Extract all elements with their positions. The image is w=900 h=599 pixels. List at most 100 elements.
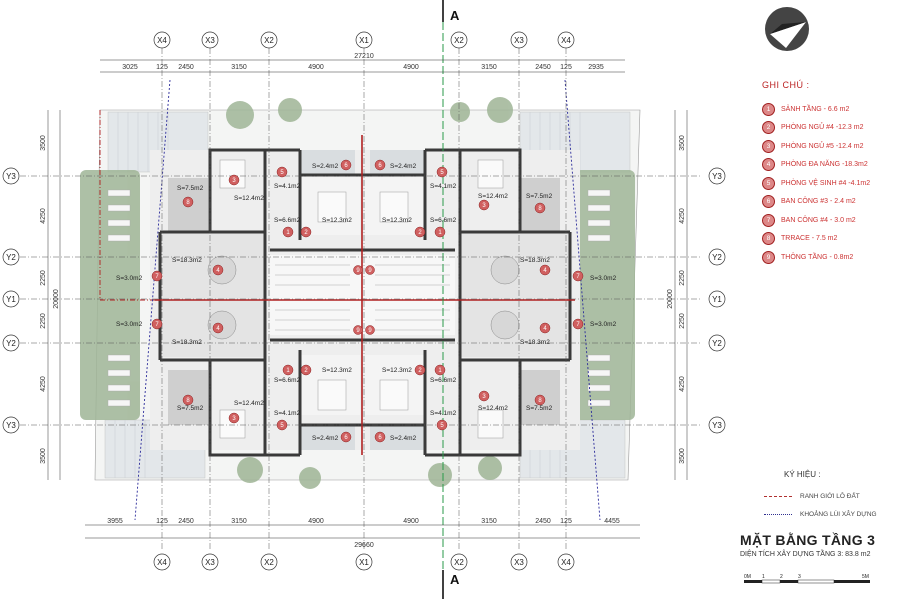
scale-bar: 0M 1 2 3 5M	[744, 574, 870, 584]
room-badge-number: 9	[368, 268, 372, 274]
dim-right-total: 20000	[667, 289, 674, 309]
drawing-title: MẶT BẰNG TẦNG 3	[740, 532, 876, 548]
grid-x-label: X2	[454, 558, 464, 567]
room-badge-number: 9	[368, 328, 372, 334]
symbol-item: KHOẢNG LÙI XÂY DỰNG	[762, 505, 897, 523]
room-area: S=6.6m2	[274, 217, 301, 224]
setback-lines	[134, 79, 601, 521]
grid-x-label: X4	[561, 558, 571, 567]
room-area: S=3.0m2	[590, 321, 617, 328]
grid-y-label: Y2	[6, 253, 16, 262]
dim-bottom-total: 29660	[354, 542, 374, 549]
room-area: S=2.4m2	[312, 163, 339, 170]
dim-bottom: 3150	[481, 518, 497, 525]
room-area: S=18.3m2	[172, 339, 202, 346]
grid-bubbles-bottom: X4 X3 X2 X1 X2 X3 X4	[153, 553, 575, 571]
grid-y-label: Y2	[6, 339, 16, 348]
dimensions-top	[100, 59, 625, 73]
scale-label: 2	[780, 574, 783, 580]
dim-top-total: 27210	[354, 53, 374, 60]
room-badge-number: 2	[418, 368, 422, 374]
room-badge-number: 9	[356, 268, 360, 274]
room-badge-number: 4	[543, 326, 547, 332]
grid-y-label: Y3	[6, 421, 16, 430]
grid-x-label: X3	[514, 558, 524, 567]
room-badge-number: 6	[344, 435, 348, 441]
room-area: S=4.1m2	[274, 183, 301, 190]
room-area: S=12.4m2	[478, 405, 508, 412]
room-badge-number: 3	[232, 416, 236, 422]
room-area: S=2.4m2	[390, 163, 417, 170]
dim-left: 4250	[40, 376, 47, 392]
dim-bottom: 2450	[178, 518, 194, 525]
dim-top: 4900	[308, 64, 324, 71]
grid-bubbles-top: X4 X3 X2 X1 X2 X3 X4	[153, 31, 575, 49]
room-badge-number: 2	[304, 368, 308, 374]
grid-x-label: X2	[454, 36, 464, 45]
grid-y-label: Y2	[712, 253, 722, 262]
room-badge-number: 3	[482, 394, 486, 400]
scale-label: 0M	[744, 574, 751, 580]
dim-left-total: 20000	[53, 289, 60, 309]
room-area: S=7.5m2	[177, 185, 204, 192]
section-axis: A A	[442, 0, 460, 599]
grid-x-label: X3	[205, 36, 215, 45]
dim-top: 3150	[231, 64, 247, 71]
scale-label: 1	[762, 574, 765, 580]
symbol-label: RANH GIỚI LÔ ĐẤT	[800, 492, 860, 500]
grid-x-label: X3	[514, 36, 524, 45]
room-area: S=12.4m2	[234, 195, 264, 202]
legend-number: 1	[762, 102, 775, 116]
symbol-key: KÝ HIỆU : RANH GIỚI LÔ ĐẤT KHOẢNG LÙI XÂ…	[762, 470, 897, 523]
dim-bottom: 2450	[535, 518, 551, 525]
room-badge-number: 1	[286, 230, 290, 236]
dim-top: 2450	[535, 64, 551, 71]
room-area: S=7.5m2	[177, 405, 204, 412]
grid-x-label: X2	[264, 36, 274, 45]
room-badge-number: 1	[438, 368, 442, 374]
grid-y-label: Y3	[712, 421, 722, 430]
legend-label: TRRACE - 7.5 m2	[781, 235, 838, 243]
scale-label: 5M	[862, 574, 869, 580]
grid-x-label: X2	[264, 558, 274, 567]
dim-right: 3500	[679, 135, 686, 151]
symbol-item: RANH GIỚI LÔ ĐẤT	[762, 487, 897, 505]
room-badge-number: 5	[280, 423, 284, 429]
dim-bottom: 4900	[308, 518, 324, 525]
room-area: S=3.0m2	[590, 275, 617, 282]
room-area: S=12.3m2	[382, 367, 412, 374]
dim-left: 3500	[40, 448, 47, 464]
grid-x-label: X3	[205, 558, 215, 567]
dim-bottom: 125	[156, 518, 168, 525]
legend-number: 6	[762, 195, 775, 209]
legend-label: PHÒNG NGỦ #4 -12.3 m2	[781, 124, 864, 132]
legend-label: PHÒNG NGỦ #5 -12.4 m2	[781, 142, 864, 150]
setback-line-icon	[764, 513, 792, 515]
drawing-subtitle: DIỆN TÍCH XÂY DỰNG TẦNG 3: 83.8 m2	[740, 551, 871, 558]
room-badge-number: 5	[280, 170, 284, 176]
land-boundary-line-icon	[764, 495, 792, 497]
room-badge-number: 7	[155, 322, 159, 328]
room-area: S=18.3m2	[520, 257, 550, 264]
room-area: S=12.4m2	[478, 193, 508, 200]
land-boundary	[99, 110, 575, 455]
north-arrow-icon	[765, 7, 809, 51]
room-area: S=3.0m2	[116, 321, 143, 328]
room-badge-number: 8	[186, 398, 190, 404]
room-area: S=18.3m2	[520, 339, 550, 346]
room-area: S=18.3m2	[172, 257, 202, 264]
room-area: S=7.5m2	[526, 193, 553, 200]
dim-left: 2250	[40, 313, 47, 329]
room-badge-number: 9	[356, 328, 360, 334]
grid-x-label: X4	[157, 36, 167, 45]
room-labels: S=2.4m2 S=2.4m2 S=2.4m2 S=2.4m2 S=4.1m2 …	[116, 163, 617, 442]
legend-label: PHÒNG VỆ SINH #4 -4.1m2	[781, 179, 871, 187]
room-area: S=2.4m2	[312, 435, 339, 442]
room-badge-number: 8	[538, 398, 542, 404]
